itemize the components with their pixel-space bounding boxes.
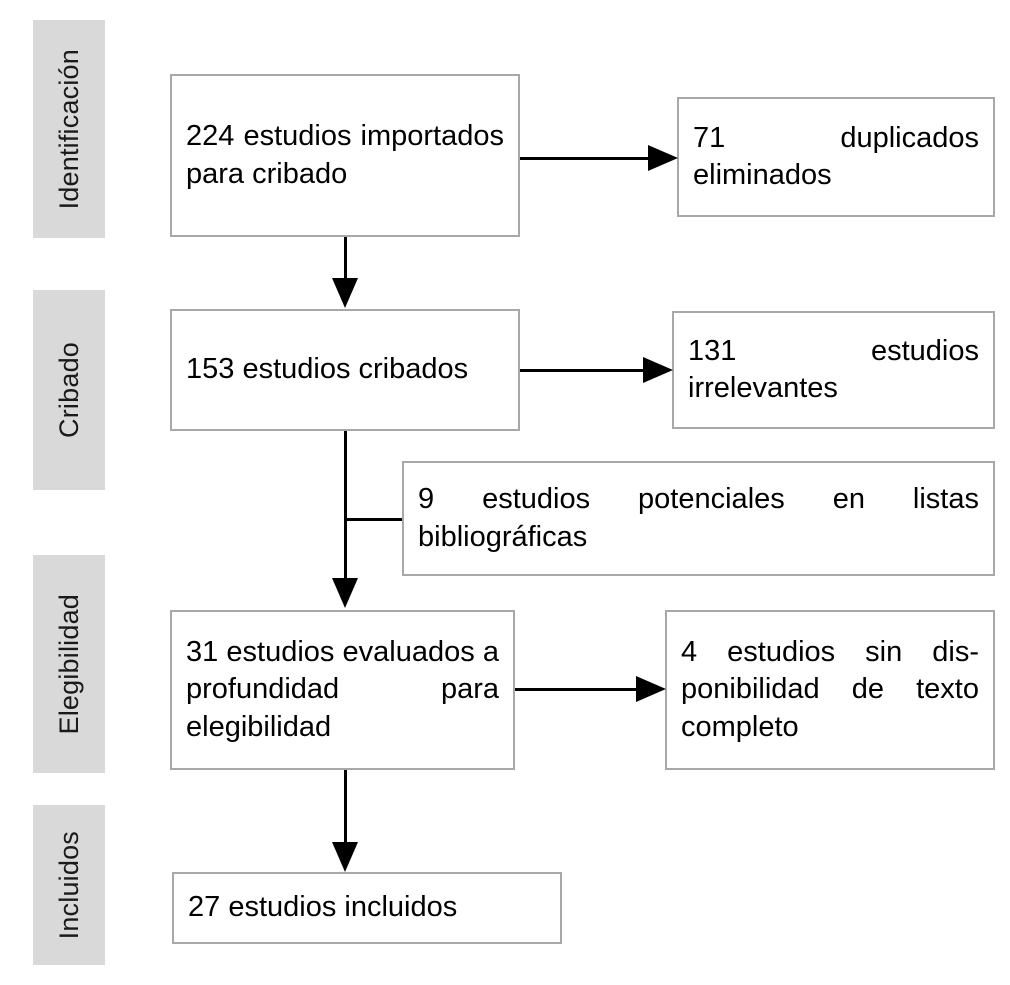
- box-no-fulltext-studies-text: 4 estudios sin dis­ponibilidad de texto …: [681, 636, 979, 743]
- box-duplicates-removed: 71 duplicados eliminados: [677, 97, 995, 217]
- box-no-fulltext-studies: 4 estudios sin dis­ponibilidad de texto …: [665, 610, 995, 770]
- stage-identificacion: Identificación: [33, 20, 105, 238]
- stage-cribado: Cribado: [33, 290, 105, 490]
- stage-label-cribado: Cribado: [53, 342, 84, 438]
- connector-assessed-to-nofulltext-arrowhead: [636, 676, 666, 702]
- connector-screened-to-assessed-line: [344, 431, 347, 581]
- box-screened-studies: 153 estudios cribados: [170, 309, 520, 431]
- connector-assessed-to-included-line: [344, 770, 347, 848]
- box-included-studies-text: 27 estudios incluidos: [188, 891, 458, 924]
- box-imported-studies: 224 estudios importados para cribado: [170, 74, 520, 237]
- connector-screened-to-irrelevant-arrowhead: [643, 357, 673, 383]
- connector-imported-to-screened-arrowhead: [332, 278, 358, 308]
- connector-imported-to-screened-line: [344, 237, 347, 285]
- box-imported-studies-text: 224 estudios importados para cribado: [186, 120, 504, 190]
- stage-elegibilidad: Elegibilidad: [33, 555, 105, 773]
- box-assessed-studies-text: 31 estudios evalua­dos a profundidad par…: [186, 636, 499, 743]
- box-screened-studies-text: 153 estudios cribados: [186, 353, 469, 386]
- box-duplicates-removed-text: 71 duplicados eliminados: [693, 121, 979, 191]
- connector-screened-to-assessed-arrowhead: [332, 578, 358, 608]
- stage-label-elegibilidad: Elegibilidad: [53, 593, 84, 735]
- connector-assessed-to-included-arrowhead: [332, 842, 358, 872]
- connector-assessed-to-nofulltext-line: [515, 688, 636, 691]
- connector-imported-to-duplicates-arrowhead: [648, 145, 678, 171]
- stage-label-identificacion: Identificación: [53, 48, 84, 210]
- box-assessed-studies: 31 estudios evalua­dos a profundidad par…: [170, 610, 515, 770]
- box-irrelevant-studies: 131 estudios irrelevantes: [672, 311, 995, 429]
- stage-incluidos: Incluidos: [33, 805, 105, 965]
- box-reference-list-studies: 9 estudios potenciales en listas bibliog…: [402, 461, 995, 576]
- connector-imported-to-duplicates-line: [520, 157, 653, 160]
- connector-reference-lists-branch: [344, 518, 402, 521]
- stage-label-incluidos: Incluidos: [53, 830, 84, 940]
- box-irrelevant-studies-text: 131 estudios irrelevantes: [688, 334, 979, 404]
- connector-screened-to-irrelevant-line: [520, 369, 648, 372]
- box-included-studies: 27 estudios incluidos: [172, 872, 562, 944]
- box-reference-list-studies-text: 9 estudios potenciales en listas bibliog…: [418, 483, 979, 553]
